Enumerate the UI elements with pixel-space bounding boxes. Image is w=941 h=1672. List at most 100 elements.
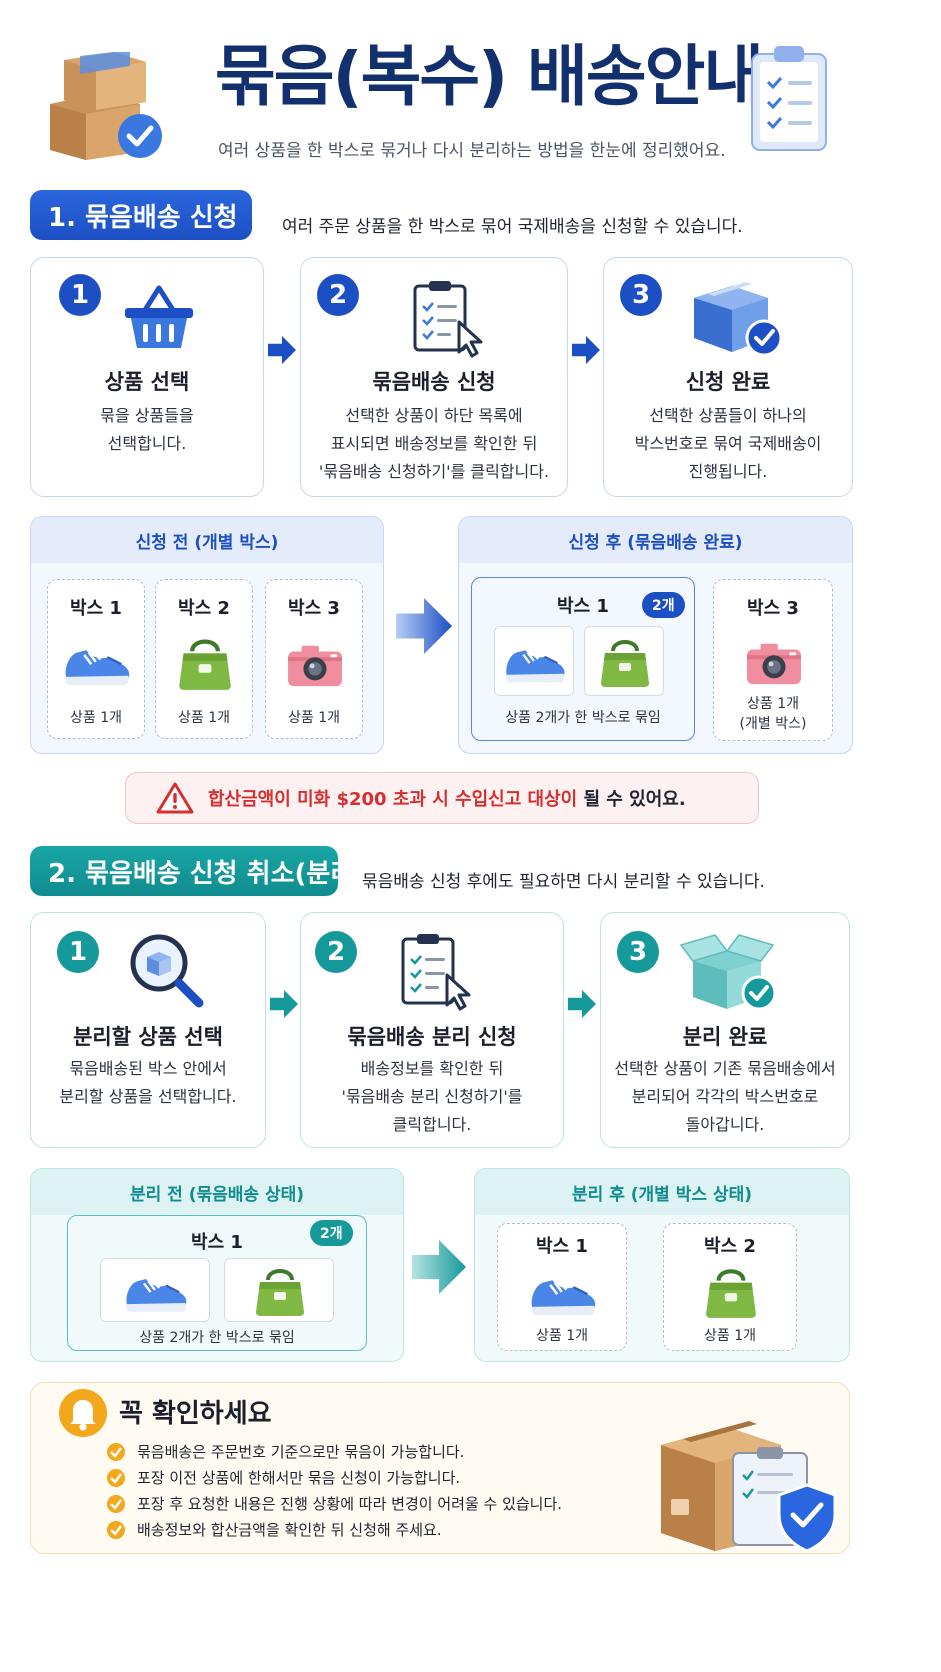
box-card: 박스 2 상품 1개 <box>155 579 253 739</box>
box-card: 박스 1 상품 1개 <box>47 579 145 739</box>
section1-before-panel: 신청 전 (개별 박스) 박스 1 상품 1개 박스 2 상품 1개 박스 3 … <box>30 516 384 754</box>
section2-step-3: 3 분리 완료 선택한 상품이 기존 묶음배송에서 분리되어 각각의 박스번호로… <box>600 912 850 1148</box>
arrow-right-icon <box>396 598 452 654</box>
step-number: 1 <box>59 274 101 316</box>
box-caption: 상품 1개 <box>536 1328 588 1344</box>
step-desc: 선택한 상품이 기존 묶음배송에서 분리되어 각각의 박스번호로 돌아갑니다. <box>614 1059 836 1134</box>
section1-step-3: 3 신청 완료 선택한 상품들이 하나의 박스번호로 묶여 국제배송이 진행됩니… <box>603 257 853 497</box>
arrow-right-icon <box>572 336 600 364</box>
count-badge: 2개 <box>642 592 685 618</box>
panel-head: 분리 후 (개별 박스 상태) <box>475 1169 849 1215</box>
step-number: 2 <box>315 931 357 973</box>
section1-after-panel: 신청 후 (묶음배송 완료) 박스 1 2개 상품 2개가 한 박스로 묶임 박… <box>458 516 853 754</box>
step-title: 묶음배송 신청 <box>372 370 496 394</box>
box-title: 박스 3 <box>288 598 340 619</box>
clipboard-checklist-icon <box>748 44 830 152</box>
sneaker-icon <box>125 1277 188 1314</box>
notice-item: 포장 후 요청한 내용은 진행 상황에 따라 변경이 어려울 수 있습니다. <box>107 1493 562 1514</box>
step-desc: 선택한 상품들이 하나의 박스번호로 묶여 국제배송이 진행됩니다. <box>634 406 822 481</box>
box-title: 박스 2 <box>704 1236 756 1257</box>
box-card: 박스 2 상품 1개 <box>663 1223 797 1351</box>
step-number: 1 <box>57 931 99 973</box>
import-warning-banner: 합산금액이 미화 $200 초과 시 수입신고 대상이 될 수 있어요. <box>125 772 759 824</box>
panel-head: 신청 후 (묶음배송 완료) <box>459 517 852 563</box>
step-title: 신청 완료 <box>685 370 771 394</box>
notice-panel: 꼭 확인하세요 묶음배송은 주문번호 기준으로만 묶음이 가능합니다. 포장 이… <box>30 1382 850 1554</box>
check-icon <box>107 1442 125 1461</box>
box-caption: 상품 1개 <box>70 710 122 726</box>
step-title: 상품 선택 <box>104 370 190 394</box>
sneaker-icon <box>64 648 131 687</box>
handbag-icon <box>599 640 651 689</box>
page-subtitle: 여러 상품을 한 박스로 묶거나 다시 분리하는 방법을 한눈에 정리했어요. <box>218 141 726 161</box>
box-title: 박스 1 <box>536 1236 588 1257</box>
box-caption: 상품 1개 <box>704 1328 756 1344</box>
box-caption: 상품 2개가 한 박스로 묶임 <box>139 1330 295 1346</box>
step-number: 3 <box>620 274 662 316</box>
clipboard-cursor-icon <box>409 278 489 358</box>
box-caption: 상품 2개가 한 박스로 묶임 <box>505 710 661 726</box>
panel-head: 신청 전 (개별 박스) <box>31 517 383 563</box>
handbag-icon <box>254 1269 306 1318</box>
box-title: 박스 3 <box>747 598 799 619</box>
box-caption: 상품 1개 <box>288 710 340 726</box>
sneaker-icon <box>505 649 566 684</box>
arrow-right-icon <box>270 990 298 1018</box>
step-desc: 묶음배송된 박스 안에서 분리할 상품을 선택합니다. <box>59 1059 237 1106</box>
section1-label: 1. 묶음배송 신청 <box>30 190 252 240</box>
arrow-right-icon <box>568 990 596 1018</box>
handbag-icon <box>175 632 235 692</box>
section1-description: 여러 주문 상품을 한 박스로 묶어 국제배송을 신청할 수 있습니다. <box>282 217 743 237</box>
warning-triangle-icon <box>156 782 194 814</box>
check-icon <box>107 1494 125 1513</box>
page-title: 묶음(복수) 배송안내 <box>215 38 764 115</box>
handbag-icon <box>702 1262 760 1320</box>
camera-icon <box>288 645 342 687</box>
open-box-check-icon <box>679 927 779 1011</box>
step-desc: 배송정보를 확인한 뒤 '묶음배송 분리 신청하기'를 클릭합니다. <box>341 1059 523 1134</box>
box-caption: 상품 1개 (개별 박스) <box>739 696 807 732</box>
arrow-right-icon <box>412 1240 466 1294</box>
step-desc: 묶을 상품들을 선택합니다. <box>100 406 194 453</box>
section2-step-1: 1 분리할 상품 선택 묶음배송된 박스 안에서 분리할 상품을 선택합니다. <box>30 912 266 1148</box>
notice-title: 꼭 확인하세요 <box>119 1399 272 1429</box>
section1-step-1: 1 상품 선택 묶을 상품들을 선택합니다. <box>30 257 264 497</box>
step-number: 3 <box>617 931 659 973</box>
bundle-box-card: 박스 1 2개 상품 2개가 한 박스로 묶임 <box>67 1215 367 1351</box>
bell-icon <box>57 1387 109 1439</box>
step-desc: 선택한 상품이 하단 목록에 표시되면 배송정보를 확인한 뒤 '묶음배송 신청… <box>318 406 550 481</box>
item-slot <box>224 1258 334 1322</box>
item-slot <box>494 626 574 696</box>
check-icon <box>107 1520 125 1539</box>
item-slot <box>100 1258 210 1322</box>
step-title: 묶음배송 분리 신청 <box>347 1025 517 1049</box>
panel-head: 분리 전 (묶음배송 상태) <box>31 1169 403 1215</box>
section1-step-2: 2 묶음배송 신청 선택한 상품이 하단 목록에 표시되면 배송정보를 확인한 … <box>300 257 568 497</box>
notice-item: 포장 이전 상품에 한해서만 묶음 신청이 가능합니다. <box>107 1467 460 1488</box>
box-title: 박스 1 <box>557 596 609 617</box>
section2-label: 2. 묶음배송 신청 취소(분리) <box>30 846 366 896</box>
camera-icon <box>747 643 801 685</box>
section2-description: 묶음배송 신청 후에도 필요하면 다시 분리할 수 있습니다. <box>362 872 765 892</box>
box-check-icon <box>688 278 784 358</box>
bundle-box-card: 박스 1 2개 상품 2개가 한 박스로 묶임 <box>471 577 695 741</box>
notice-item: 배송정보와 합산금액을 확인한 뒤 신청해 주세요. <box>107 1519 442 1540</box>
item-slot <box>584 626 664 696</box>
count-badge: 2개 <box>310 1220 353 1246</box>
box-card: 박스 3 상품 1개 <box>265 579 363 739</box>
basket-icon <box>123 282 195 352</box>
header-box-icon <box>40 50 170 162</box>
arrow-right-icon <box>268 336 296 364</box>
step-number: 2 <box>317 274 359 316</box>
warning-text: 합산금액이 미화 $200 초과 시 수입신고 대상이 될 수 있어요. <box>208 789 686 810</box>
clipboard-cursor-icon <box>397 931 477 1011</box>
box-card: 박스 3 상품 1개 (개별 박스) <box>713 579 833 741</box>
sneaker-icon <box>530 1278 597 1317</box>
box-title: 박스 2 <box>178 598 230 619</box>
shield-check-icon <box>657 1401 841 1553</box>
section2-before-panel: 분리 전 (묶음배송 상태) 박스 1 2개 상품 2개가 한 박스로 묶임 <box>30 1168 404 1362</box>
section2-step-2: 2 묶음배송 분리 신청 배송정보를 확인한 뒤 '묶음배송 분리 신청하기'를… <box>300 912 564 1148</box>
step-title: 분리 완료 <box>682 1025 768 1049</box>
box-title: 박스 1 <box>70 598 122 619</box>
box-title: 박스 1 <box>191 1232 243 1253</box>
